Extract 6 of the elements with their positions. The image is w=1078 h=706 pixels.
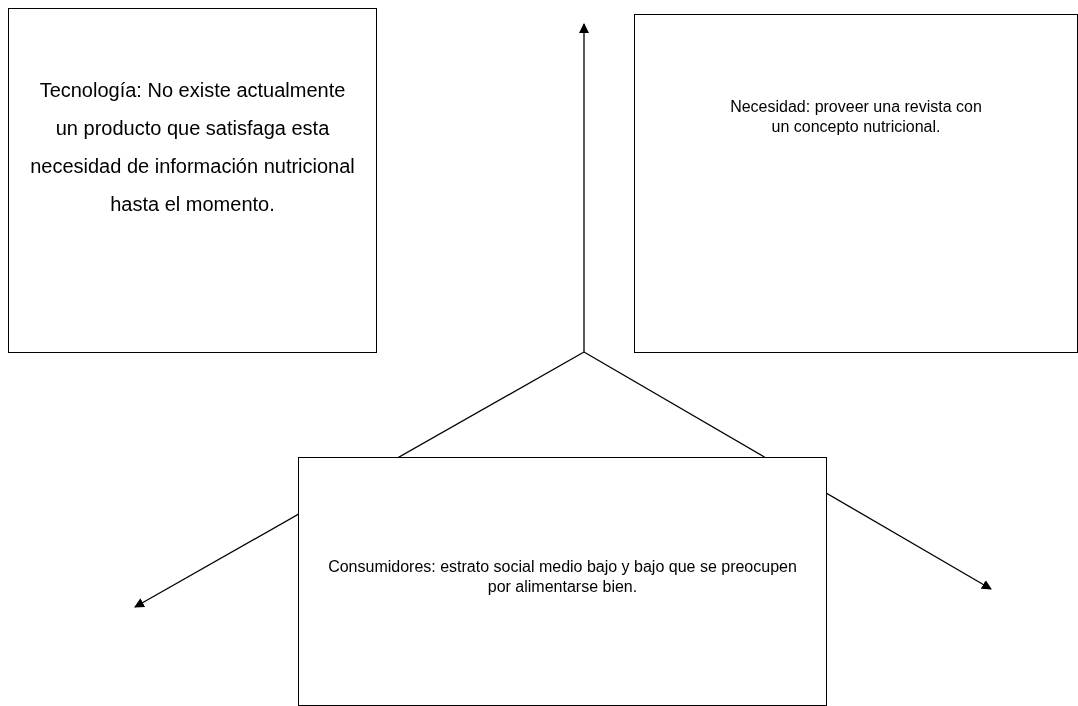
box-text: Tecnología: No existe actualmente un producto que satisfaga esta necesidad de información nutricional hasta el momento. (29, 78, 356, 217)
text-box (8, 8, 377, 353)
text-box (298, 457, 827, 706)
box-text: Consumidores: estrato social medio bajo y bajo que se preocupen por alimentarse bien. (327, 557, 798, 597)
box-text: Necesidad: proveer una revista con un concepto nutricional. (729, 97, 983, 137)
text-box (634, 14, 1078, 353)
